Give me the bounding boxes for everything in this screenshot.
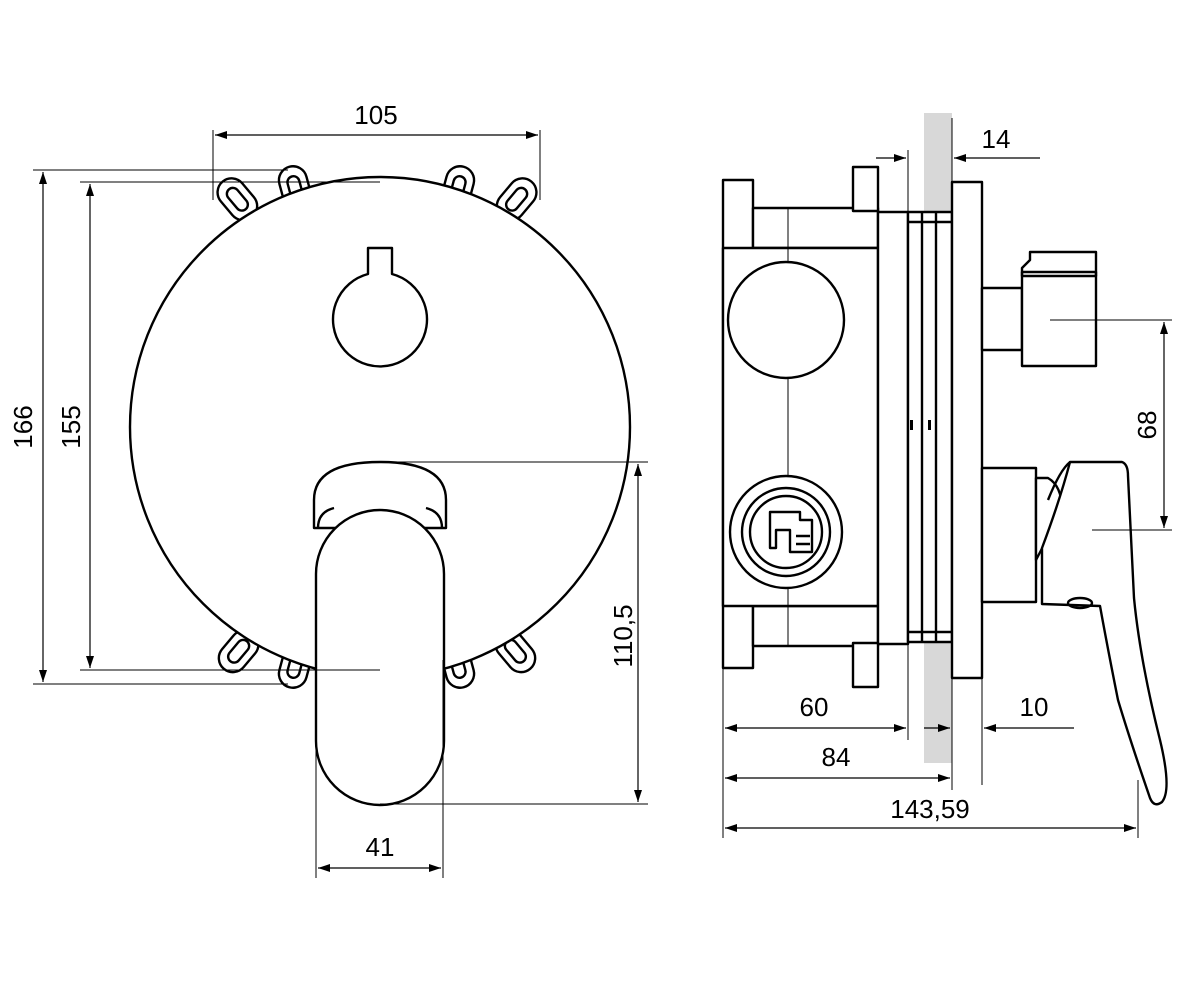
dimension-label-lever-offset: 68 <box>1132 411 1162 440</box>
dimension-label-box-depth: 60 <box>800 692 829 722</box>
dimension-label-plate-width: 105 <box>354 100 397 130</box>
dimension-plate-width: 105 <box>215 100 538 139</box>
side-view: 14 68 60 84 10 143,59 <box>721 113 1172 838</box>
concealed-box <box>721 165 910 689</box>
dimension-label-plate-to-lever: 10 <box>1020 692 1049 722</box>
dimension-lever-width: 41 <box>318 832 441 872</box>
cover-plate-side <box>950 180 984 680</box>
dimension-total-depth: 143,59 <box>725 794 1136 832</box>
dimension-plate-inner-height: 155 <box>56 184 94 668</box>
dimension-plate-height: 166 <box>8 172 47 682</box>
mixer-lever-side <box>980 460 1168 806</box>
dimension-box-depth: 60 <box>725 692 950 732</box>
dimension-lever-offset: 68 <box>1132 322 1168 528</box>
diverter-side <box>980 250 1098 368</box>
front-view: 105 166 155 110,5 41 <box>8 100 648 878</box>
outlet-port-bottom <box>728 474 844 590</box>
dimension-label-lever-height: 110,5 <box>608 604 638 667</box>
dimension-label-plate-height: 166 <box>8 405 38 448</box>
dimension-label-plate-inner-height: 155 <box>56 405 86 448</box>
inlet-port-top <box>726 260 846 380</box>
diverter-knob <box>331 246 429 368</box>
dimension-label-lever-width: 41 <box>366 832 395 862</box>
front-extension-lines <box>33 130 648 878</box>
mixer-lever <box>312 460 448 807</box>
dimension-to-wall: 84 <box>725 742 950 782</box>
dimension-wall-gap: 14 <box>876 124 1040 162</box>
dimension-label-to-wall: 84 <box>822 742 851 772</box>
dimension-lever-height: 110,5 <box>608 464 642 802</box>
dimension-label-total-depth: 143,59 <box>890 794 970 824</box>
side-extension-lines <box>722 118 1172 838</box>
threaded-ring <box>906 210 954 644</box>
dimension-label-wall-gap: 14 <box>982 124 1011 154</box>
dimension-plate-to-lever: 10 <box>984 692 1074 732</box>
